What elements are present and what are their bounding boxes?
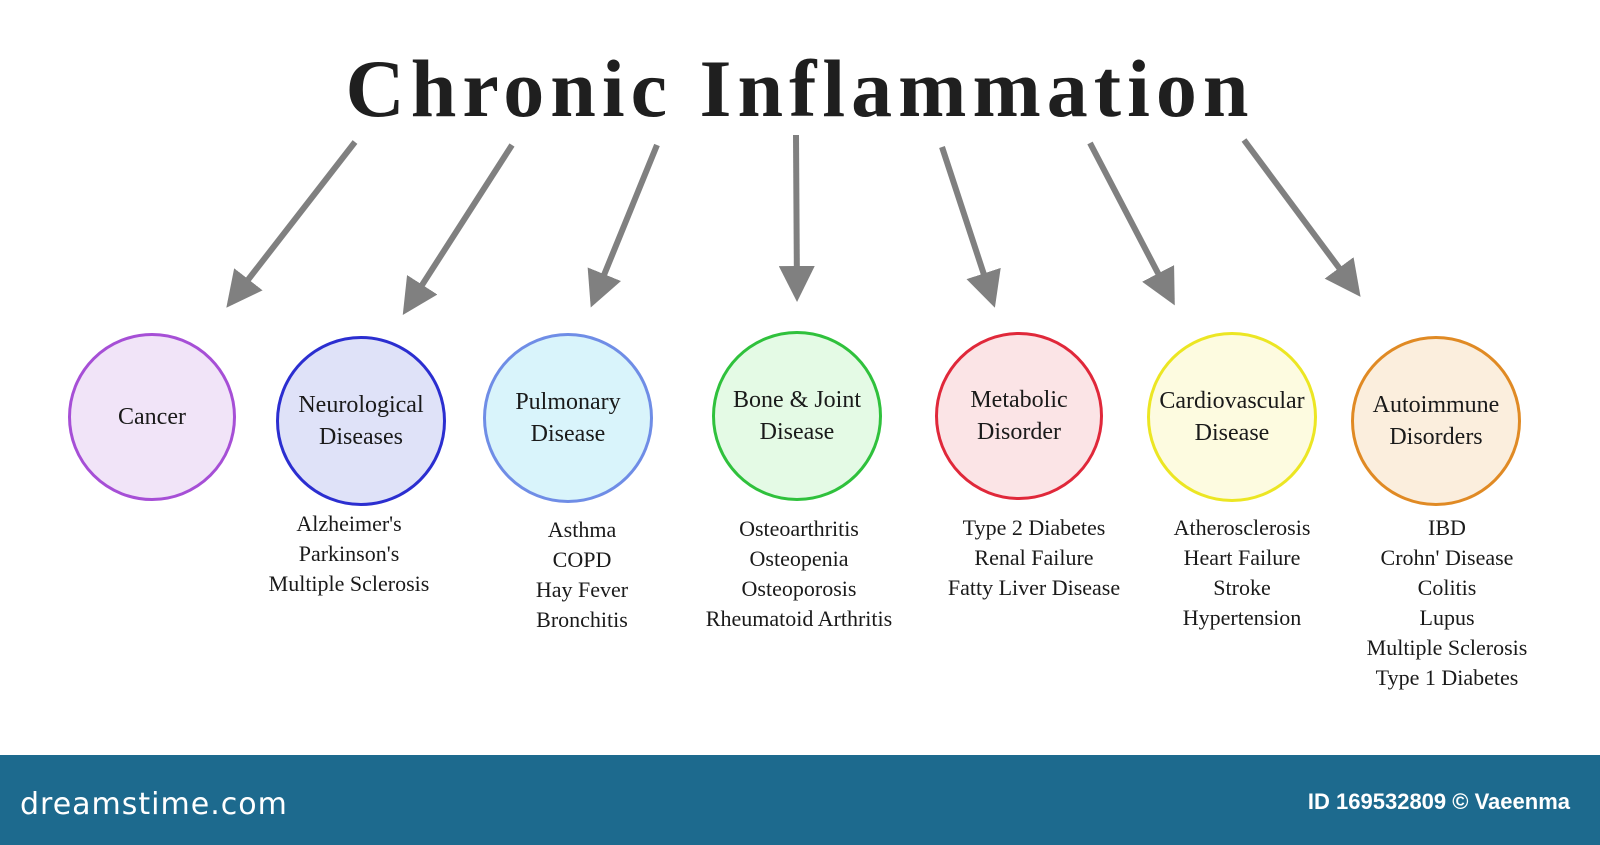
- example-item: IBD: [1428, 515, 1466, 540]
- node-neurological: Neurological Diseases: [276, 336, 446, 506]
- node-autoimmune: Autoimmune Disorders: [1351, 336, 1521, 506]
- example-item: Hay Fever: [535, 577, 629, 602]
- node-label: Cardiovascular Disease: [1159, 388, 1305, 446]
- node-cancer: Cancer: [68, 333, 236, 501]
- example-item: Rheumatoid Arthritis: [705, 606, 893, 631]
- example-item: Alzheimer's: [296, 511, 402, 536]
- example-item: Type 1 Diabetes: [1375, 665, 1519, 690]
- example-item: Renal Failure: [974, 545, 1094, 570]
- example-item: Hypertension: [1182, 605, 1302, 630]
- arrow-1: [226, 140, 358, 308]
- node-cardiovascular: Cardiovascular Disease: [1147, 332, 1317, 502]
- example-item: Fatty Liver Disease: [947, 575, 1121, 600]
- example-item: COPD: [552, 547, 612, 572]
- arrow-4: [778, 134, 815, 302]
- node-label: Bone & Joint Disease: [732, 387, 861, 445]
- example-item: Multiple Sclerosis: [1366, 635, 1528, 660]
- example-item: Bronchitis: [536, 607, 628, 632]
- node-label: Autoimmune Disorders: [1372, 392, 1500, 450]
- example-item: Osteopenia: [749, 546, 849, 571]
- node-label: Metabolic Disorder: [970, 387, 1068, 445]
- footer-bar: dreamstime.com ID 169532809 © Vaeenma: [0, 755, 1600, 845]
- diagram-title: Chronic Inflammation: [345, 43, 1255, 134]
- image-id-label: ID 169532809 © Vaeenma: [1307, 789, 1570, 814]
- examples-metabolic: Type 2 Diabetes Renal Failure Fatty Live…: [914, 513, 1154, 603]
- example-item: Multiple Sclerosis: [268, 571, 430, 596]
- examples-cardiovascular: Atherosclerosis Heart Failure Stroke Hyp…: [1122, 513, 1362, 633]
- arrows-layer: [226, 134, 1361, 316]
- arrow-5: [939, 146, 1001, 308]
- arrow-6: [1087, 141, 1175, 306]
- node-label: Neurological Diseases: [298, 392, 424, 450]
- examples-pulmonary: Asthma COPD Hay Fever Bronchitis: [462, 515, 702, 635]
- node-label: Cancer: [118, 404, 186, 430]
- arrow-7: [1241, 138, 1361, 297]
- example-item: Colitis: [1417, 575, 1477, 600]
- node-label: Pulmonary Disease: [515, 389, 621, 447]
- node-pulmonary: Pulmonary Disease: [483, 333, 653, 503]
- example-item: Osteoporosis: [741, 576, 857, 601]
- example-item: Osteoarthritis: [739, 516, 859, 541]
- example-item: Lupus: [1419, 605, 1475, 630]
- example-item: Atherosclerosis: [1173, 515, 1311, 540]
- example-item: Crohn' Disease: [1380, 545, 1514, 570]
- examples-neurological: Alzheimer's Parkinson's Multiple Scleros…: [229, 509, 469, 599]
- examples-autoimmune: IBD Crohn' Disease Colitis Lupus Multipl…: [1327, 513, 1567, 693]
- example-item: Heart Failure: [1183, 545, 1301, 570]
- example-item: Parkinson's: [298, 541, 400, 566]
- example-item: Type 2 Diabetes: [962, 515, 1106, 540]
- examples-bone-joint: Osteoarthritis Osteopenia Osteoporosis R…: [679, 514, 919, 634]
- example-item: Stroke: [1213, 575, 1271, 600]
- example-item: Asthma: [547, 517, 617, 542]
- arrow-2: [402, 143, 515, 316]
- node-metabolic: Metabolic Disorder: [935, 332, 1103, 500]
- node-bone-joint: Bone & Joint Disease: [712, 331, 882, 501]
- dreamstime-logo: dreamstime.com: [20, 787, 288, 822]
- arrow-3: [587, 143, 660, 308]
